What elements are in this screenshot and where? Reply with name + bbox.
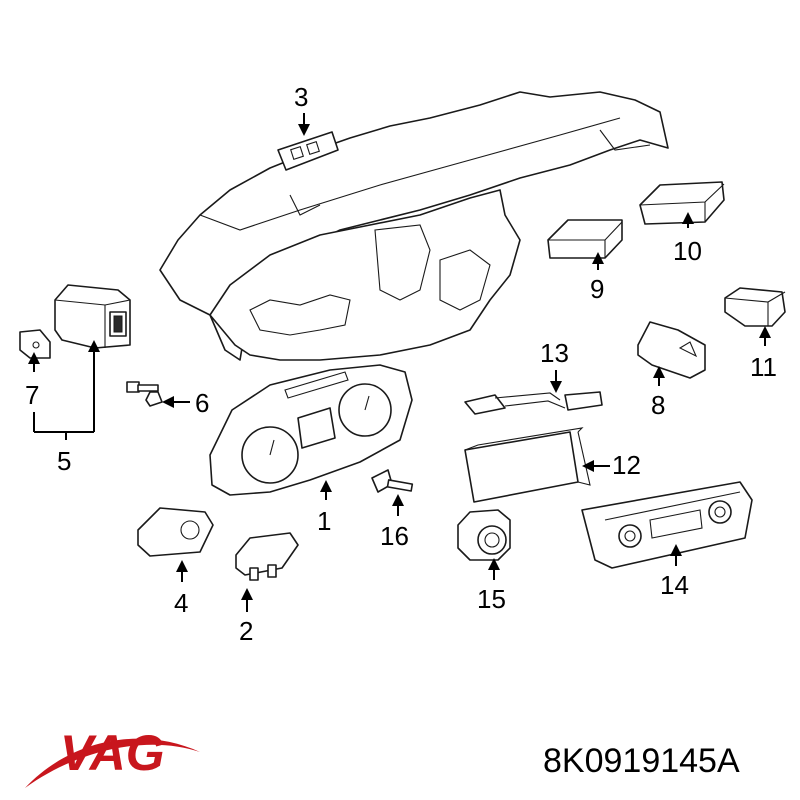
callout-6: 6 (195, 388, 209, 418)
vag-logo-swoosh-icon (25, 738, 200, 788)
callout-15: 15 (477, 584, 506, 614)
vag-logo: VAG (25, 725, 200, 788)
callout-4: 4 (174, 588, 188, 618)
part-12-display (464, 427, 591, 503)
callout-12: 12 (612, 450, 641, 480)
callout-1: 1 (317, 506, 331, 536)
part-14-climate-panel (581, 481, 753, 569)
callout-7: 7 (25, 380, 39, 410)
callout-labels: 3 5 7 6 1 4 2 16 15 14 12 13 8 11 9 10 (25, 82, 777, 646)
callout-8: 8 (651, 390, 665, 420)
part-5-switch-module (54, 284, 131, 349)
callout-3: 3 (294, 82, 308, 112)
callout-10: 10 (673, 236, 702, 266)
part-4-light-switch (137, 507, 214, 557)
part-16-bolt (371, 469, 414, 493)
leader-arrows (28, 113, 771, 612)
part-11-switch (724, 287, 786, 327)
callout-5: 5 (57, 446, 71, 476)
part-8-steering-buttons (637, 321, 706, 379)
vag-logo-text: VAG (60, 725, 165, 781)
part-1-instrument-cluster (209, 364, 413, 496)
part-9-switch-strip (547, 219, 623, 259)
callout-14: 14 (660, 570, 689, 600)
part-7-clip (19, 329, 51, 359)
part-13-cable (464, 391, 603, 415)
part-3-switch-panel (277, 131, 339, 171)
part-15-knob (457, 509, 511, 561)
part-number: 8K0919145A (543, 742, 740, 780)
callout-11: 11 (750, 352, 777, 382)
callout-16: 16 (380, 521, 409, 551)
callout-9: 9 (590, 274, 604, 304)
part-6-bolt (126, 381, 163, 407)
part-10-switch-strip (639, 181, 725, 225)
part-2-switch (235, 532, 299, 581)
callout-13: 13 (540, 338, 569, 368)
callout-2: 2 (239, 616, 253, 646)
